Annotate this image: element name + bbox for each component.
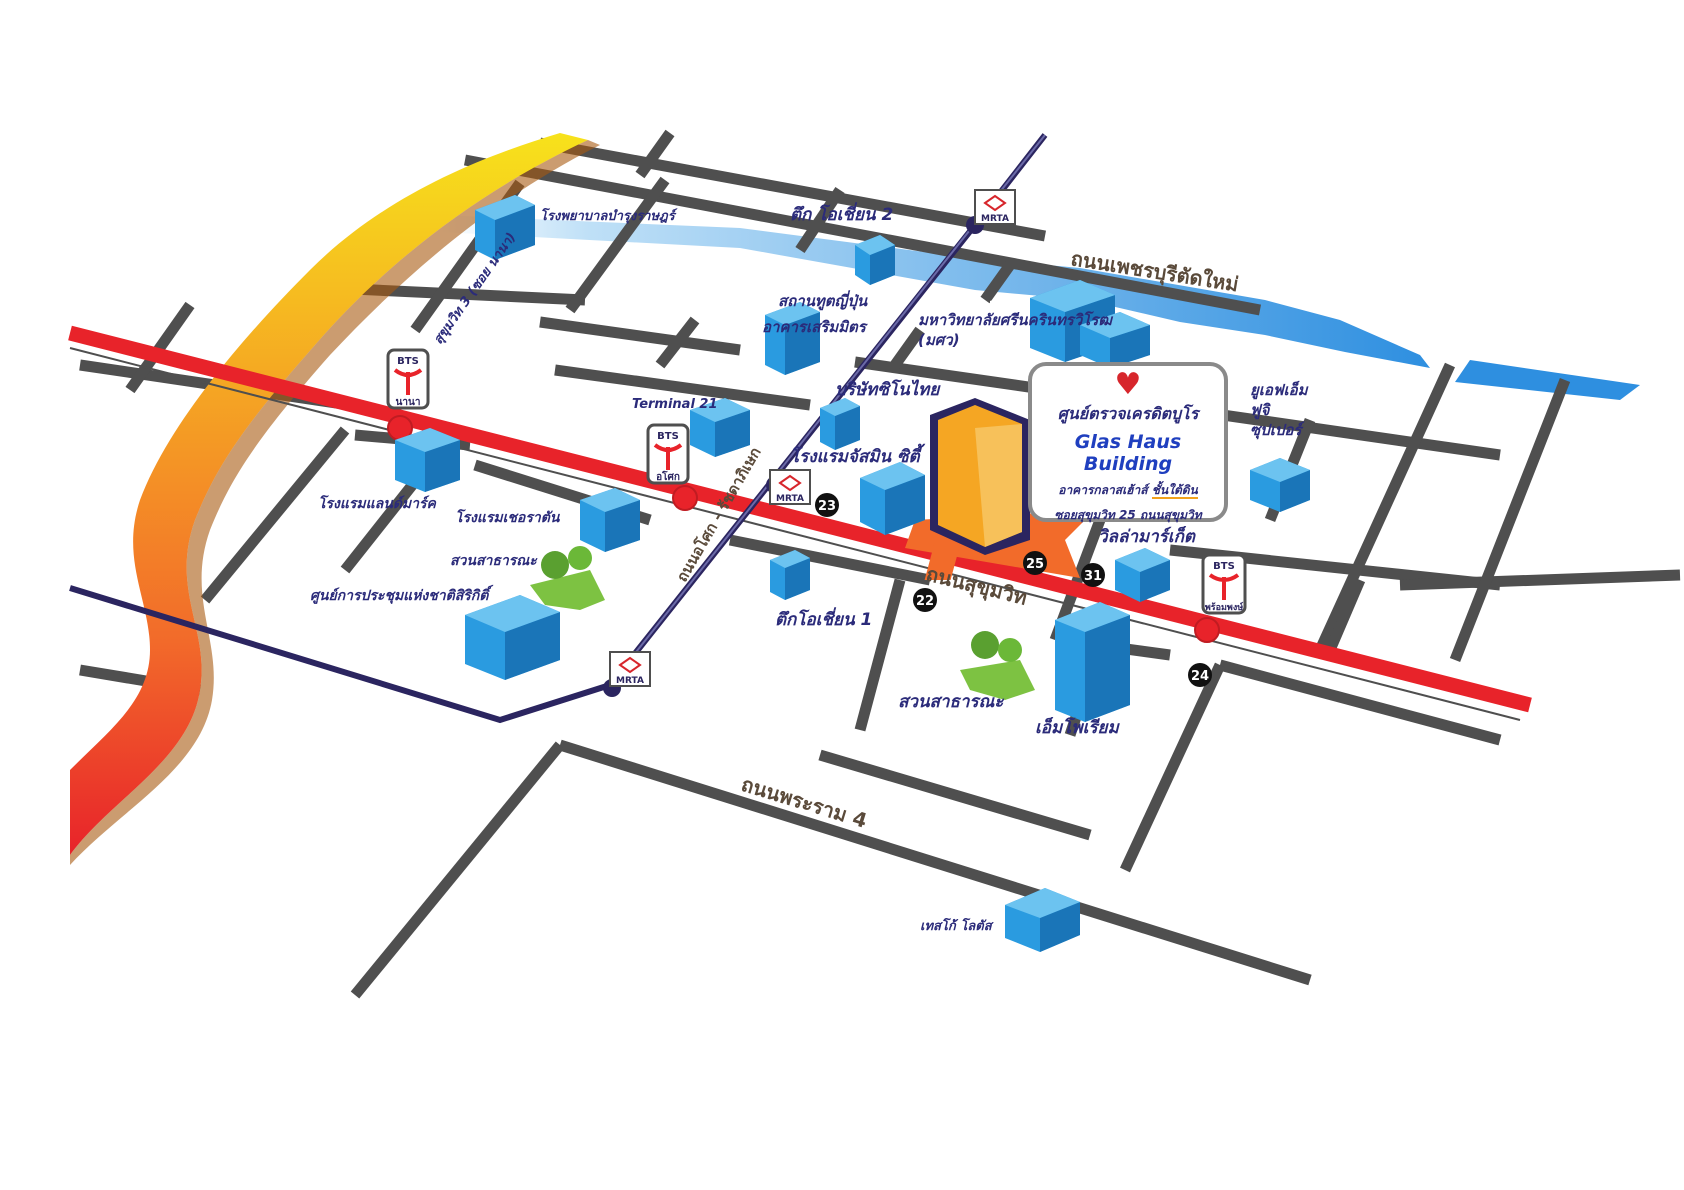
soi-markers: 23 25 22 31 24 [815, 493, 1212, 687]
callout-address: ซอยสุขุมวิท 25 ถนนสุขุมวิท [1054, 508, 1202, 522]
sukhumvit-road-edge [69, 347, 1521, 721]
bts-line [68, 325, 1532, 713]
bts-phrompong-badge[interactable]: BTS พร้อมพงษ์ [1201, 553, 1247, 615]
soi-23: 23 [815, 493, 839, 517]
building-emporium [1055, 602, 1130, 722]
svg-text:MRTA: MRTA [981, 214, 1009, 224]
place-label-ocean1: ตึกโอเชี่ยน 1 [775, 607, 872, 630]
place-label-villa: วิลล่ามาร์เก็ต [1098, 525, 1196, 547]
building-ufm [1250, 458, 1310, 512]
svg-text:24: 24 [1191, 669, 1209, 684]
place-label-bumrungrad: โรงพยาบาลบำรุงราษฎร์ [540, 207, 678, 224]
place-label-japan-1: สถานทูตญี่ปุ่น [778, 290, 868, 311]
mrta-logo-icon [983, 194, 1007, 212]
bts-asok-badge[interactable]: BTS อโศก [646, 423, 690, 485]
building-swu-2 [1080, 312, 1150, 368]
destination-callout[interactable]: ♥ ศูนย์ตรวจเครดิตบูโร Glas Haus Building… [1028, 362, 1228, 522]
place-label-ufm-3: ซุปเปอร์ [1250, 421, 1305, 440]
callout-building-name: อาคารกลาสเฮ้าส์ [1058, 483, 1148, 497]
mrta-badge-1[interactable]: MRTA [974, 189, 1016, 225]
building-landmark [395, 428, 460, 492]
mrta-badge-2[interactable]: MRTA [769, 469, 811, 505]
bts-nana-badge[interactable]: BTS นานา [386, 348, 430, 410]
building-sheraton [580, 488, 640, 552]
soi-31: 31 [1081, 563, 1105, 587]
svg-text:MRTA: MRTA [776, 494, 804, 504]
bts-phrompong-dot[interactable] [1194, 617, 1220, 643]
soi-25: 25 [1023, 551, 1047, 575]
soi-22: 22 [913, 588, 937, 612]
parks [530, 546, 1035, 700]
place-label-park2: สวนสาธารณะ [898, 692, 1005, 712]
bts-logo-icon [393, 368, 423, 395]
callout-english-name: Glas Haus Building [1074, 431, 1182, 475]
place-label-swu-1: มหาวิทยาลัยศรีนครินทรวิโรฒ [918, 310, 1113, 329]
svg-text:31: 31 [1084, 569, 1102, 584]
building-japan [765, 302, 820, 375]
building-qsncc [465, 595, 560, 680]
building-tesco [1005, 888, 1080, 952]
bts-asok-dot[interactable] [672, 485, 698, 511]
place-label-sheraton: โรงแรมเชอราตัน [455, 508, 561, 526]
place-label-japan-2: อาคารเสริมมิตร [762, 318, 869, 336]
mrta-logo-icon [618, 656, 642, 674]
building-jasmine [860, 462, 925, 535]
canal [440, 215, 1640, 400]
soi-24: 24 [1188, 663, 1212, 687]
place-label-ocean2: ตึก โอเชี่ยน 2 [790, 202, 893, 225]
place-label-jasmine: โรงแรมจัสมิน ซิตี้ [790, 443, 926, 467]
bts-logo-icon [653, 443, 683, 470]
building-ocean2 [855, 235, 895, 285]
svg-text:23: 23 [818, 499, 836, 514]
callout-thai-name: ศูนย์ตรวจเครดิตบูโร [1057, 404, 1199, 423]
building-bumrungrad [475, 195, 535, 260]
place-label-terminal21: Terminal 21 [632, 397, 718, 412]
bts-logo-text: BTS [1213, 561, 1235, 572]
bts-logo-icon [1208, 573, 1240, 600]
place-label-landmark: โรงแรมแลนด์มาร์ค [318, 494, 438, 512]
buildings [395, 195, 1310, 952]
mrta-logo-icon [778, 474, 802, 492]
place-label-sinothai: บริษัทซิโนไทย [835, 379, 941, 400]
expressway [70, 133, 600, 865]
bts-logo-text: BTS [397, 356, 419, 367]
place-label-ufm-1: ยูเอฟเอ็ม [1250, 380, 1309, 400]
mrta-badge-3[interactable]: MRTA [609, 651, 651, 687]
bts-nana-label: นานา [396, 397, 421, 408]
callout-floor-line: อาคารกลาสเฮ้าส์ ชั้นใต้ดิน [1032, 481, 1224, 500]
place-label-emporium: เอ็มโพเรียม [1035, 716, 1120, 738]
callout-floor: ชั้นใต้ดิน [1151, 483, 1198, 499]
building-terminal21 [690, 398, 750, 457]
svg-text:MRTA: MRTA [616, 676, 644, 686]
place-label-park1: สวนสาธารณะ [450, 553, 538, 569]
bts-phrompong-label: พร้อมพงษ์ [1205, 601, 1244, 613]
bts-logo-text: BTS [657, 431, 679, 442]
glas-haus-building[interactable] [930, 297, 1030, 555]
place-label-swu-2: (มศว) [918, 331, 960, 349]
building-ocean1 [770, 550, 810, 600]
building-villa [1115, 548, 1170, 602]
svg-text:22: 22 [916, 594, 934, 609]
place-label-ufm-2: ฟูจิ [1250, 401, 1271, 420]
place-label-tesco: เทสโก้ โลตัส [920, 917, 994, 934]
building-sinothai [820, 398, 860, 450]
place-label-qsncc: ศูนย์การประชุมแห่งชาติสิริกิติ์ [310, 584, 494, 604]
heart-icon: ♥ [1114, 367, 1142, 402]
bts-asok-label: อโศก [656, 470, 680, 483]
svg-text:25: 25 [1026, 557, 1044, 572]
